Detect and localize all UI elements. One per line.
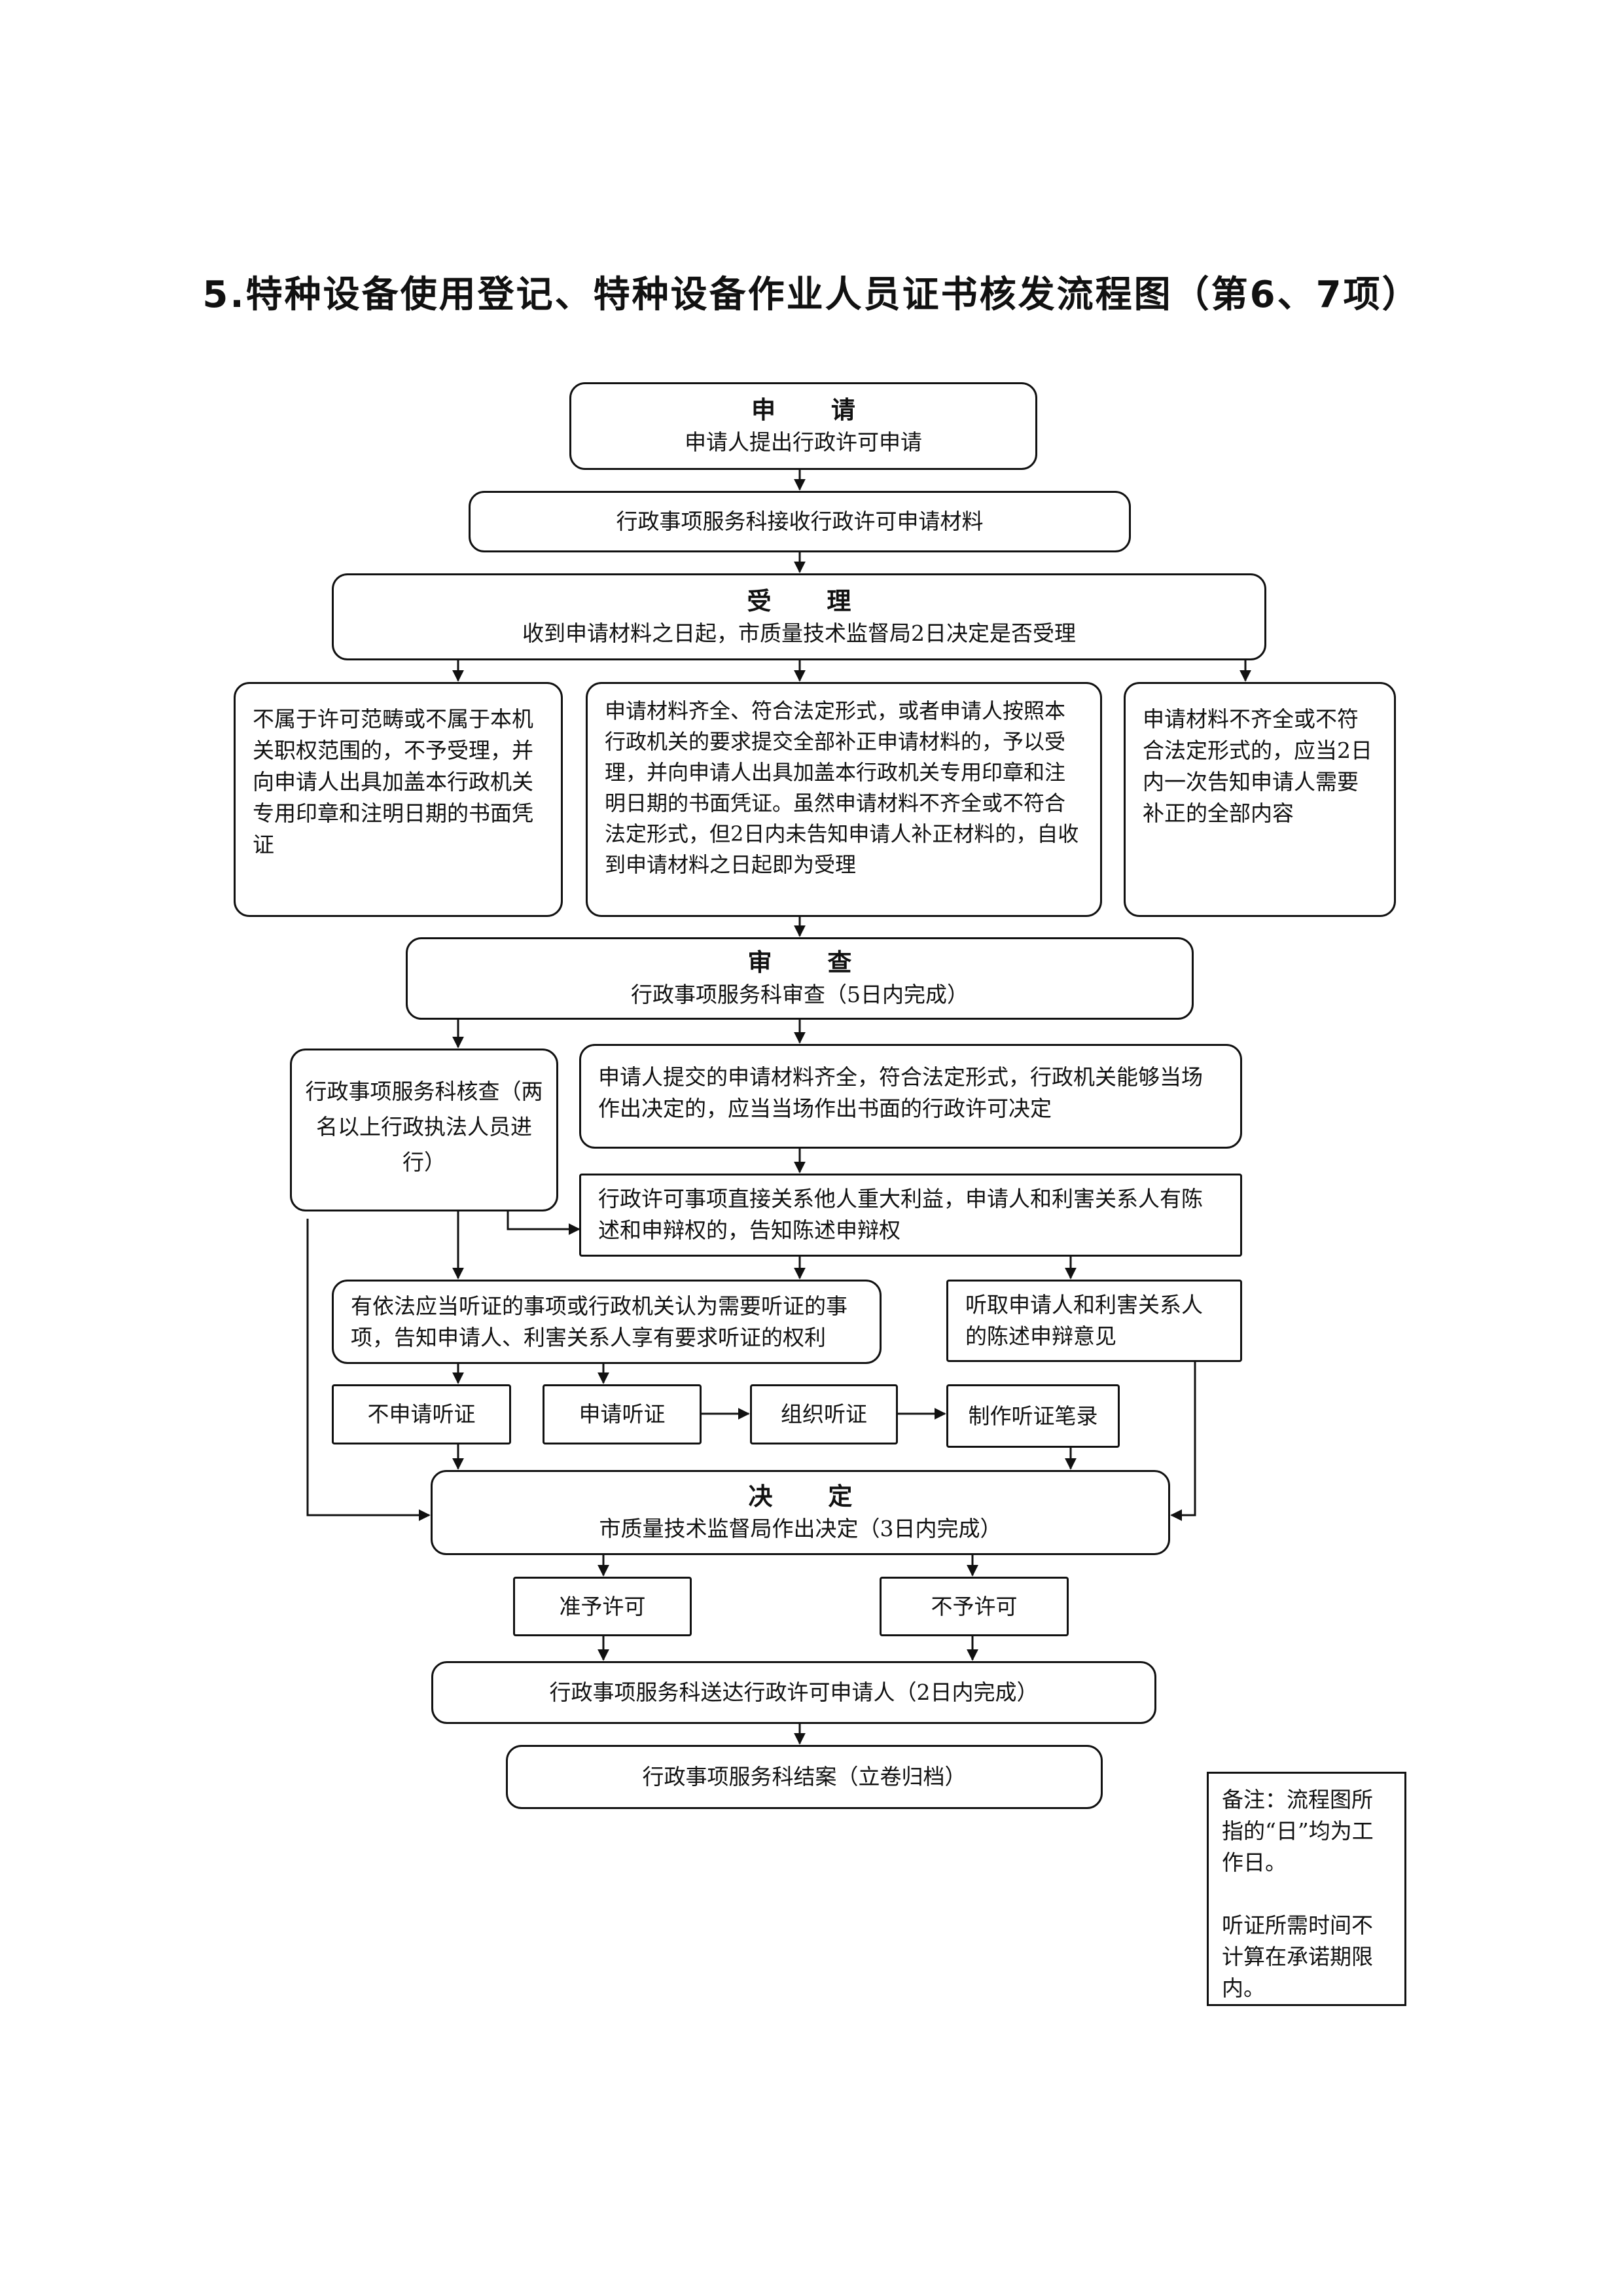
verify-box: 行政事项服务科核查（两名以上行政执法人员进行）: [290, 1049, 558, 1211]
incomplete-box: 申请材料不齐全或不符合法定形式的，应当2日内一次告知申请人需要补正的全部内容: [1124, 682, 1396, 917]
review-heading: 审 查: [747, 948, 876, 977]
apply-text: 申请人提出行政许可申请: [685, 429, 922, 455]
hearing-record-text: 制作听证笔录: [968, 1403, 1098, 1429]
review-text: 行政事项服务科审查（5日内完成）: [631, 982, 969, 1007]
deny-box: 不予许可: [880, 1577, 1069, 1636]
apply-heading: 申 请: [751, 396, 879, 424]
apply-box: 申 请 申请人提出行政许可申请: [569, 382, 1037, 470]
accept-text: 收到申请材料之日起，市质量技术监督局2日决定是否受理: [522, 620, 1076, 646]
onsite-box: 申请人提交的申请材料齐全，符合法定形式，行政机关能够当场作出决定的，应当当场作出…: [579, 1044, 1242, 1149]
archive-box: 行政事项服务科结案（立卷归档）: [506, 1745, 1103, 1809]
review-box: 审 查 行政事项服务科审查（5日内完成）: [406, 937, 1194, 1020]
not-scope-text: 不属于许可范畴或不属于本机关职权范围的，不予受理，并向申请人出具加盖本行政机关专…: [253, 706, 533, 857]
no-hearing-box: 不申请听证: [332, 1384, 511, 1444]
arrow-verify-interest: [507, 1211, 580, 1235]
request-hearing-box: 申请听证: [543, 1384, 702, 1444]
hearing-notice-box: 有依法应当听证的事项或行政机关认为需要听证的事项，告知申请人、利害关系人享有要求…: [332, 1280, 882, 1364]
interest-box: 行政许可事项直接关系他人重大利益，申请人和利害关系人有陈述和申辩权的，告知陈述申…: [579, 1174, 1242, 1257]
verify-text: 行政事项服务科核查（两名以上行政执法人员进行）: [305, 1079, 543, 1175]
complete-text: 申请材料齐全、符合法定形式，或者申请人按照本行政机关的要求提交全部补正申请材料的…: [605, 698, 1079, 877]
interest-text: 行政许可事项直接关系他人重大利益，申请人和利害关系人有陈述和申辩权的，告知陈述申…: [598, 1186, 1203, 1243]
listen-text: 听取申请人和利害关系人的陈述申辩意见: [965, 1292, 1203, 1349]
remarks-line-1: 备注：流程图所指的“日”均为工作日。: [1222, 1787, 1374, 1875]
hearing-notice-text: 有依法应当听证的事项或行政机关认为需要听证的事项，告知申请人、利害关系人享有要求…: [351, 1293, 847, 1350]
remarks-note: 备注：流程图所指的“日”均为工作日。 听证所需时间不计算在承诺期限内。: [1207, 1772, 1406, 2006]
deliver-text: 行政事项服务科送达行政许可申请人（2日内完成）: [549, 1679, 1039, 1705]
receive-text: 行政事项服务科接收行政许可申请材料: [616, 509, 984, 534]
receive-box: 行政事项服务科接收行政许可申请材料: [469, 491, 1131, 552]
onsite-text: 申请人提交的申请材料齐全，符合法定形式，行政机关能够当场作出决定的，应当当场作出…: [598, 1064, 1203, 1121]
accept-box: 受 理 收到申请材料之日起，市质量技术监督局2日决定是否受理: [332, 573, 1266, 660]
organize-hearing-box: 组织听证: [750, 1384, 898, 1444]
complete-box: 申请材料齐全、符合法定形式，或者申请人按照本行政机关的要求提交全部补正申请材料的…: [586, 682, 1102, 917]
archive-text: 行政事项服务科结案（立卷归档）: [642, 1764, 967, 1789]
decision-heading: 决 定: [748, 1482, 876, 1511]
arrow-verify-decision: [306, 1219, 431, 1521]
deny-text: 不予许可: [931, 1593, 1018, 1619]
not-scope-box: 不属于许可范畴或不属于本机关职权范围的，不予受理，并向申请人出具加盖本行政机关专…: [234, 682, 563, 917]
arrow-listen-decision: [1170, 1362, 1196, 1521]
no-hearing-text: 不申请听证: [367, 1401, 476, 1427]
grant-box: 准予许可: [513, 1577, 692, 1636]
accept-heading: 受 理: [747, 586, 875, 615]
incomplete-text: 申请材料不齐全或不符合法定形式的，应当2日内一次告知申请人需要补正的全部内容: [1143, 706, 1372, 826]
grant-text: 准予许可: [559, 1593, 646, 1619]
listen-box: 听取申请人和利害关系人的陈述申辩意见: [946, 1280, 1242, 1362]
deliver-box: 行政事项服务科送达行政许可申请人（2日内完成）: [431, 1661, 1156, 1724]
remarks-line-2: 听证所需时间不计算在承诺期限内。: [1222, 1912, 1373, 2001]
organize-hearing-text: 组织听证: [781, 1401, 867, 1427]
decision-text: 市质量技术监督局作出决定（3日内完成）: [599, 1516, 1002, 1541]
hearing-record-box: 制作听证笔录: [946, 1384, 1120, 1448]
decision-box: 决 定 市质量技术监督局作出决定（3日内完成）: [431, 1470, 1170, 1555]
page-title: 5.特种设备使用登记、特种设备作业人员证书核发流程图（第6、7项）: [202, 274, 1421, 316]
request-hearing-text: 申请听证: [579, 1401, 666, 1427]
